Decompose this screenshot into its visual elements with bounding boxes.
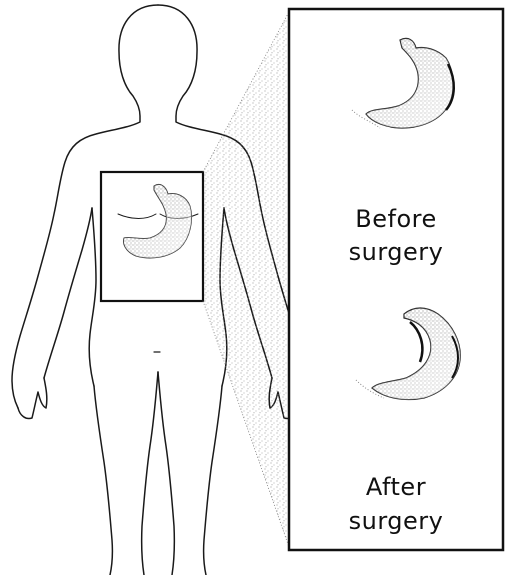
before-label-line2: surgery	[300, 240, 492, 264]
body-stomach	[124, 184, 192, 258]
after-label-line2: surgery	[300, 509, 492, 533]
before-label-line1: Before	[300, 207, 492, 231]
inset-panel	[289, 9, 503, 550]
after-label-line1: After	[300, 475, 492, 499]
zoom-wedge	[203, 10, 290, 550]
